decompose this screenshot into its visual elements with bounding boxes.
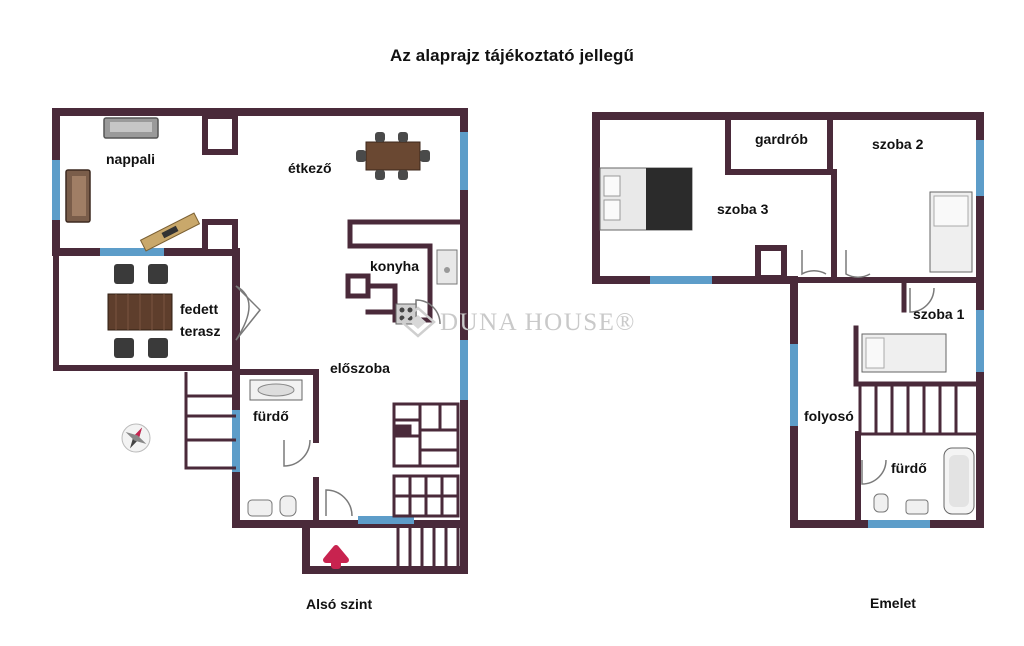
door-arc	[845, 250, 871, 278]
door-arc	[861, 459, 887, 485]
door-arc	[235, 285, 250, 341]
bed-icon	[599, 167, 693, 231]
bed-icon	[929, 191, 973, 273]
ground-floor-plan	[52, 108, 468, 574]
upper-furniture	[599, 167, 975, 515]
room-label-nappali: nappali	[106, 151, 156, 167]
door-arc	[415, 299, 441, 325]
bath-walls	[233, 369, 319, 443]
wc-icon	[279, 495, 297, 517]
level-caption-upper: Emelet	[870, 595, 916, 611]
room-label-fedett: fedett	[180, 301, 219, 317]
entry-arrow-icon	[323, 545, 349, 569]
upper-windows	[650, 140, 984, 528]
bed-icon	[861, 333, 947, 373]
room-label-szoba3: szoba 3	[717, 201, 769, 217]
terrace-walls	[53, 249, 239, 371]
door-arc	[801, 250, 827, 276]
room-label-etkezo: étkező	[288, 160, 332, 176]
window	[52, 160, 60, 220]
tv-stand-icon	[139, 212, 201, 252]
window	[100, 248, 164, 256]
kitchen-counter	[345, 219, 463, 323]
room-label-szoba2: szoba 2	[872, 136, 924, 152]
room-label-furdo-upper: fürdő	[891, 460, 927, 476]
window	[976, 140, 984, 196]
dining-table-icon	[356, 132, 430, 180]
window	[460, 340, 468, 400]
column-stub	[202, 113, 238, 155]
room-label-eloszoba: előszoba	[330, 360, 390, 376]
room-label-konyha: konyha	[370, 258, 420, 274]
column-stub	[202, 219, 238, 255]
ground-furniture	[65, 117, 458, 517]
compass-icon	[121, 423, 151, 453]
window	[358, 516, 414, 524]
upper-outer-walls	[592, 112, 984, 528]
terrace-table-icon	[107, 264, 173, 358]
upper-floor-plan	[592, 112, 984, 528]
room-label-furdo-ground: fürdő	[253, 408, 289, 424]
window	[868, 520, 930, 528]
door-arc	[909, 287, 935, 313]
external-stairs	[184, 372, 236, 470]
sink-icon	[247, 499, 273, 517]
upper-doors	[801, 250, 935, 485]
level-caption-ground: Alsó szint	[306, 596, 373, 612]
watermark: DUNA HOUSE®	[440, 309, 636, 336]
page-title: Az alaprajz tájékoztató jellegű	[390, 46, 634, 65]
room-label-szoba1: szoba 1	[913, 306, 965, 322]
interior-stairs	[392, 402, 460, 570]
watermark-logo-icon	[400, 306, 436, 338]
door-arc	[325, 489, 353, 517]
window	[650, 276, 712, 284]
window	[790, 344, 798, 426]
wc-icon	[873, 493, 889, 513]
room-label-terasz: terasz	[180, 323, 221, 339]
sink-icon	[905, 499, 929, 515]
window	[976, 310, 984, 372]
door-arc	[283, 439, 311, 467]
ground-doors	[235, 285, 441, 517]
room-label-folyoso: folyosó	[804, 408, 854, 424]
room-label-gardrob: gardrób	[755, 131, 808, 147]
window	[460, 132, 468, 190]
